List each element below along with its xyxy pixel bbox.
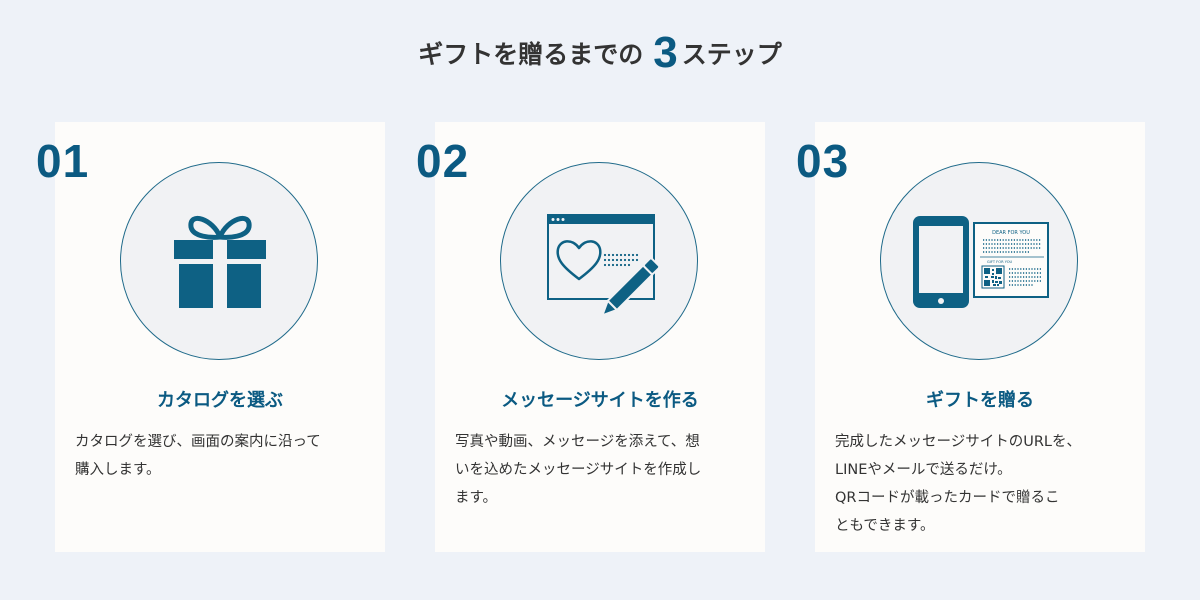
step-2-title: メッセージサイトを作る (501, 390, 699, 411)
step-2-icon-circle (500, 162, 698, 360)
step-1-number: 01 (36, 135, 90, 187)
step-1-description: カタログを選び、画面の案内に沿って 購入します。 (75, 428, 371, 484)
step-card-2: メッセージサイトを作る 写真や動画、メッセージを添えて、想 いを込めたメッセージ… (435, 122, 765, 552)
step-3-description-line: LINEやメールで送るだけ。 (835, 462, 1012, 478)
step-3-icon-circle: DEAR FOR YOU GIFT FOR YOU (880, 162, 1078, 360)
step-2-description: 写真や動画、メッセージを添えて、想 いを込めたメッセージサイトを作成し ます。 (455, 428, 751, 512)
gift-box-icon (174, 215, 266, 308)
qr-code-icon (981, 265, 1005, 289)
step-2-number: 02 (416, 135, 470, 187)
heading-prefix: ギフトを贈るまでの (418, 40, 644, 69)
step-3-description: 完成したメッセージサイトのURLを、 LINEやメールで送るだけ。 QRコードが… (835, 428, 1131, 540)
step-1-title: カタログを選ぶ (157, 390, 283, 411)
step-3-description-line: QRコードが載ったカードで贈るこ (835, 490, 1060, 506)
step-card-3: DEAR FOR YOU GIFT FOR YOU (815, 122, 1145, 552)
step-2-description-line: 写真や動画、メッセージを添えて、想 (455, 434, 700, 450)
web-page-with-heart-and-pencil-icon (547, 214, 661, 317)
step-3-title: ギフトを贈る (926, 390, 1034, 411)
step-1-description-line: カタログを選び、画面の案内に沿って (75, 434, 321, 450)
step-card-1: カタログを選ぶ カタログを選び、画面の案内に沿って 購入します。 (55, 122, 385, 552)
smartphone-and-message-card-icon: DEAR FOR YOU GIFT FOR YOU (913, 216, 1049, 308)
step-2-description-line: ます。 (455, 490, 498, 506)
step-3-number: 03 (796, 135, 850, 187)
step-3-description-line: 完成したメッセージサイトのURLを、 (835, 434, 1081, 450)
heading-suffix: ステップ (681, 40, 782, 69)
heading-step-count: 3 (653, 28, 678, 77)
step-2-description-line: いを込めたメッセージサイトを作成し (455, 462, 702, 478)
step-1-description-line: 購入します。 (75, 462, 161, 478)
card-bottom-label: GIFT FOR YOU (987, 260, 1013, 264)
card-top-label: DEAR FOR YOU (992, 230, 1030, 236)
step-1-icon-circle (120, 162, 318, 360)
step-3-description-line: ともできます。 (835, 518, 935, 534)
